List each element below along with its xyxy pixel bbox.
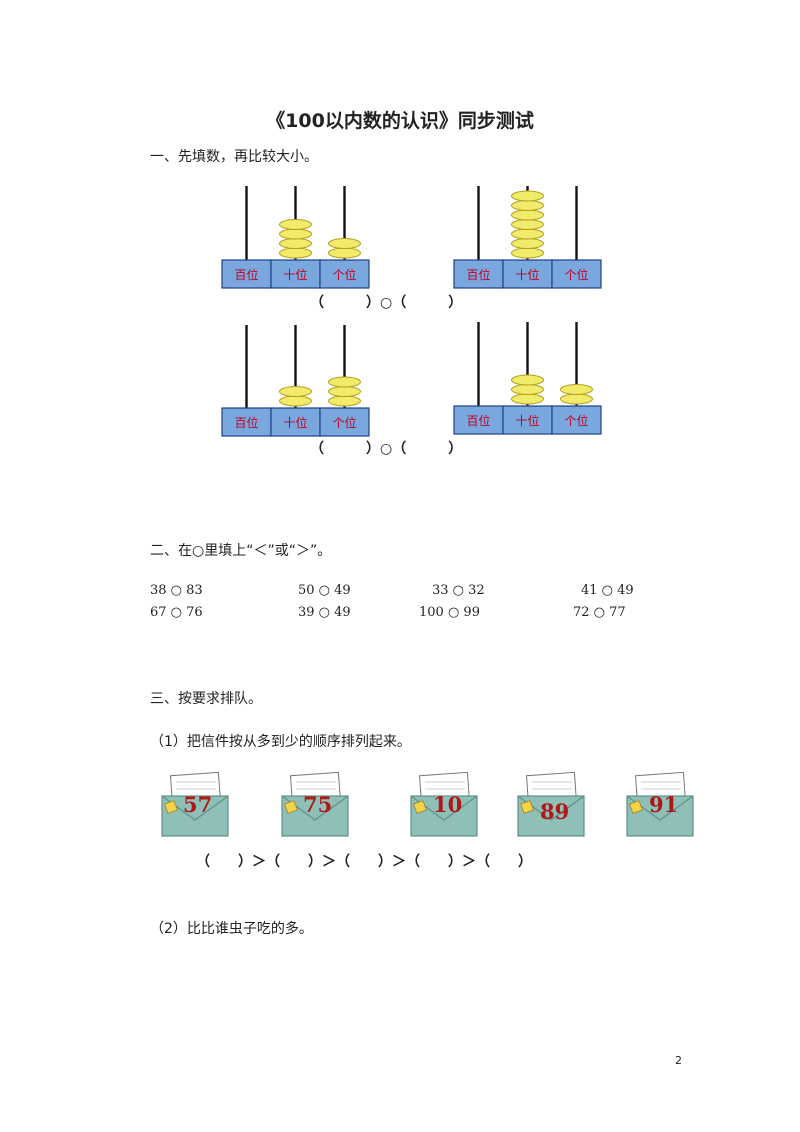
place-value-box xyxy=(221,259,272,289)
compare-blanks-1[interactable]: （ ）○（ ） xyxy=(310,295,463,311)
abacus-bead xyxy=(560,384,593,395)
place-value-label: 个位 xyxy=(332,415,356,430)
comparison-item[interactable]: 38 ○ 83 xyxy=(150,583,203,598)
comparison-item[interactable]: 39 ○ 49 xyxy=(298,605,351,620)
question-2: （2）比比谁虫子吃的多。 xyxy=(150,921,313,937)
place-value-label: 十位 xyxy=(515,267,539,282)
place-value-label: 百位 xyxy=(466,413,490,428)
abacus-bead xyxy=(328,386,361,397)
abacus-bead xyxy=(511,209,544,221)
abacus-bead xyxy=(511,200,544,211)
place-value-label: 个位 xyxy=(564,267,588,282)
abacus-bead xyxy=(511,247,544,259)
section2-heading: 二、在○里填上“＜”或“＞”。 xyxy=(150,543,332,559)
place-value-label: 十位 xyxy=(283,415,307,430)
abacus-bead xyxy=(328,247,361,259)
envelope-icon xyxy=(626,771,694,837)
abacus-bead xyxy=(511,190,544,202)
envelope-icon xyxy=(281,771,349,837)
place-value-label: 百位 xyxy=(234,415,258,430)
question-1: （1）把信件按从多到少的顺序排列起来。 xyxy=(150,734,411,750)
abacus-bead xyxy=(511,374,544,386)
place-value-box xyxy=(551,405,602,435)
place-value-box xyxy=(270,407,321,437)
abacus-bead xyxy=(328,238,361,249)
place-value-box xyxy=(319,407,370,437)
place-value-box xyxy=(221,407,272,437)
section1-heading: 一、先填数，再比较大小。 xyxy=(150,149,318,165)
envelope-number: 75 xyxy=(303,792,333,817)
comparison-item[interactable]: 50 ○ 49 xyxy=(298,583,351,598)
place-value-label: 个位 xyxy=(332,267,356,282)
envelope-number: 10 xyxy=(433,792,463,817)
envelope-icon xyxy=(410,771,478,837)
abacus-bead xyxy=(511,393,544,405)
abacus-bead xyxy=(511,384,544,395)
place-value-box xyxy=(270,259,321,289)
place-value-box xyxy=(453,259,504,289)
place-value-label: 十位 xyxy=(283,267,307,282)
abacus-bead xyxy=(279,238,312,249)
envelope-row xyxy=(161,771,694,837)
order-blanks[interactable]: （ ）＞（ ）＞（ ）＞（ ）＞（ ） xyxy=(196,854,532,870)
place-value-label: 百位 xyxy=(234,267,258,282)
page-number: 2 xyxy=(675,1054,682,1067)
abacus-bead xyxy=(511,228,544,240)
place-value-box xyxy=(453,405,504,435)
abacus-bead xyxy=(279,219,312,230)
abacus-bead xyxy=(279,247,312,259)
envelope-number: 89 xyxy=(540,799,570,824)
envelope-icon xyxy=(517,771,585,837)
place-value-label: 个位 xyxy=(564,413,588,428)
place-value-box xyxy=(502,259,553,289)
place-value-label: 百位 xyxy=(466,267,490,282)
abacus-bead xyxy=(279,228,312,240)
section3-heading: 三、按要求排队。 xyxy=(150,691,262,707)
place-value-box xyxy=(551,259,602,289)
abacus-diagrams: 百位十位个位百位十位个位百位十位个位百位十位个位 xyxy=(221,186,602,437)
comparison-item[interactable]: 41 ○ 49 xyxy=(581,583,634,598)
envelope-icon xyxy=(161,771,229,837)
page-title: 《100以内数的认识》同步测试 xyxy=(266,110,534,132)
comparison-item[interactable]: 33 ○ 32 xyxy=(432,583,485,598)
abacus-bead xyxy=(328,395,361,407)
comparison-item[interactable]: 72 ○ 77 xyxy=(573,605,626,620)
abacus-bead xyxy=(279,395,312,407)
envelope-number: 91 xyxy=(649,792,679,817)
abacus-bead xyxy=(560,393,593,405)
comparison-item[interactable]: 67 ○ 76 xyxy=(150,605,203,620)
abacus-bead xyxy=(279,386,312,397)
place-value-box xyxy=(319,259,370,289)
comparison-item[interactable]: 100 ○ 99 xyxy=(419,605,480,620)
abacus-bead xyxy=(511,219,544,230)
envelope-number: 57 xyxy=(183,792,213,817)
abacus-bead xyxy=(328,376,361,388)
place-value-label: 十位 xyxy=(515,413,539,428)
abacus-bead xyxy=(511,238,544,249)
compare-blanks-2[interactable]: （ ）○（ ） xyxy=(310,441,463,457)
